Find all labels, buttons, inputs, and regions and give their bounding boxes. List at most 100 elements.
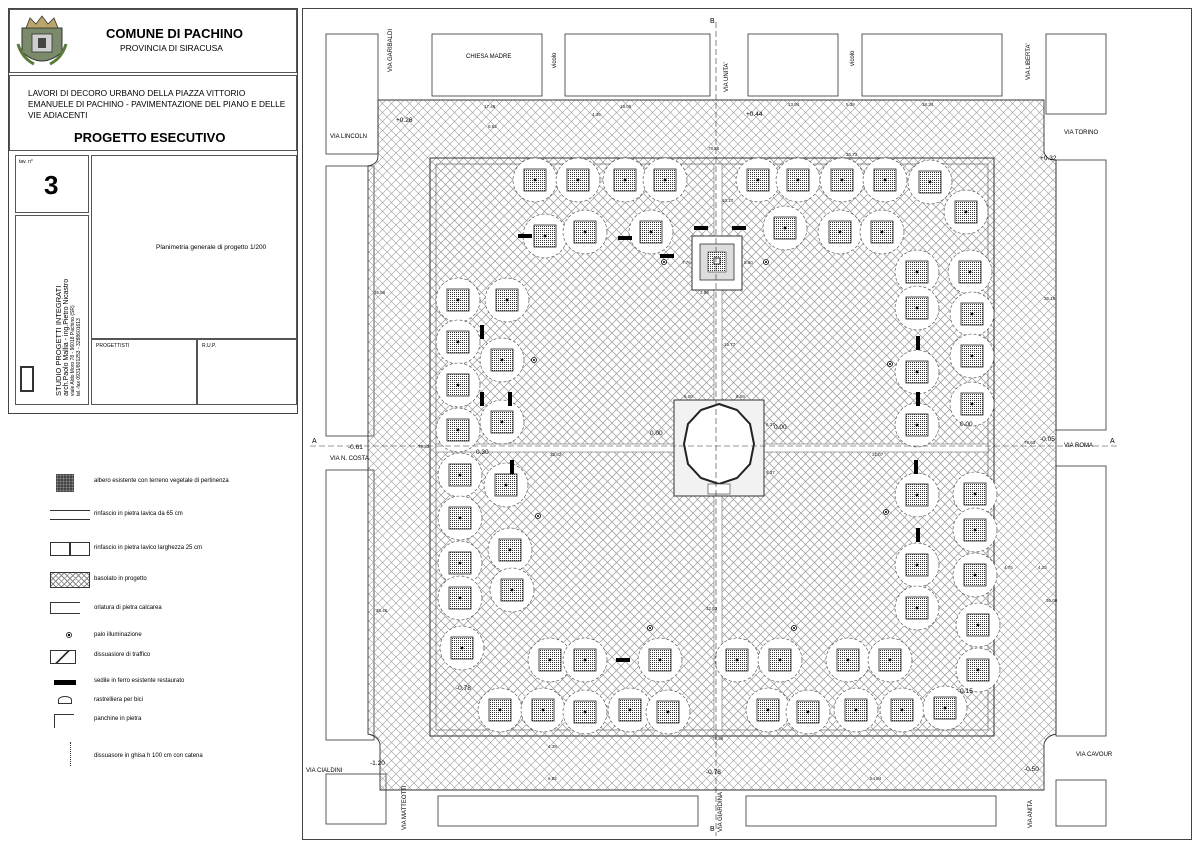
tree-icon — [479, 337, 525, 383]
tree-icon — [949, 333, 995, 379]
dim-label: 54.94 — [870, 776, 882, 781]
iron-bench-icon — [916, 392, 920, 406]
tree-icon — [437, 575, 483, 621]
tree-icon — [56, 474, 74, 492]
stone-bench-icon — [54, 714, 74, 728]
rup-label: R.U.P. — [202, 343, 217, 349]
municipal-crest-icon — [16, 15, 68, 66]
dim-label: 18.34 — [922, 102, 934, 107]
street-via-unita: VIA UNITA' — [724, 62, 730, 92]
title-block: COMUNE DI PACHINO PROVINCIA DI SIRACUSA … — [8, 8, 298, 414]
bike-rack-icon — [58, 696, 72, 704]
street-vicolo-1: vicolo — [552, 52, 558, 68]
street-via-anita: VIA ANITA — [1028, 800, 1034, 828]
dim-label: 4.23 — [1038, 565, 1047, 570]
iron-bench-icon — [914, 460, 918, 474]
iron-bench-icon — [732, 226, 746, 230]
elevation-n: +0.44 — [746, 111, 763, 118]
iron-bench-icon — [618, 236, 632, 240]
iron-bench-icon — [480, 325, 484, 339]
iron-bench-icon — [518, 234, 532, 238]
bollard-icon — [70, 742, 71, 766]
elevation-se-out: -0.50 — [1024, 766, 1039, 773]
limestone-edge-icon — [50, 602, 80, 614]
tree-icon — [520, 687, 566, 733]
project-phase: PROGETTO ESECUTIVO — [74, 130, 226, 145]
tree-icon — [955, 602, 1001, 648]
building-block — [1045, 33, 1107, 115]
central-kiosk — [673, 399, 765, 497]
elevation-nw: +0.26 — [396, 117, 413, 124]
dim-label: 78.38 — [712, 736, 724, 741]
dim-label: 10.17 — [722, 198, 734, 203]
church-block — [431, 33, 543, 97]
building-block — [325, 469, 375, 741]
paving-hatch-icon — [50, 572, 90, 588]
tree-icon — [785, 689, 831, 735]
tree-icon — [894, 472, 940, 518]
tree-icon — [435, 362, 481, 408]
tree-icon — [484, 277, 530, 323]
dim-label: 5.39 — [846, 102, 855, 107]
tree-icon — [435, 277, 481, 323]
iron-bench-icon — [694, 226, 708, 230]
tree-icon — [628, 209, 674, 255]
tree-icon — [602, 157, 648, 203]
tree-icon — [512, 157, 558, 203]
tree-icon — [955, 647, 1001, 693]
traffic-deterrent-icon — [50, 650, 76, 664]
tree-icon — [817, 209, 863, 255]
street-via-giardina: VIA GIARDINA — [718, 791, 724, 832]
progettisti-label: PROGETTISTI — [96, 343, 130, 349]
street-vicolo-2: vicolo — [850, 50, 856, 66]
dim-label: 78.55 — [708, 146, 720, 151]
drawing-title: Planimetria generale di progetto 1/200 — [156, 244, 267, 251]
municipality-name: COMUNE DI PACHINO — [106, 26, 243, 41]
elevation-e-in: 0.00 — [960, 421, 973, 428]
drawing-title-box: Planimetria generale di progetto 1/200 — [91, 155, 297, 339]
iron-bench-icon — [916, 336, 920, 350]
benches-layer — [480, 226, 920, 662]
tree-icon — [479, 399, 525, 445]
tree-icon — [894, 349, 940, 395]
building-block — [325, 165, 375, 437]
dim-label: 31.07 — [872, 452, 884, 457]
lava-band-25-icon — [50, 542, 90, 556]
dim-label: 35.46 — [376, 608, 388, 613]
dim-label: 5.37 — [766, 470, 775, 475]
sheet-number-box: tav. n° 3 — [15, 155, 89, 213]
building-block — [747, 33, 839, 97]
section-lines — [310, 22, 1120, 836]
surrounding-buildings — [325, 33, 1107, 827]
dim-label: 6.37 — [766, 422, 775, 427]
dim-label: 13.04 — [788, 102, 800, 107]
street-via-n-costa: VIA N. COSTA — [330, 456, 369, 462]
tree-icon — [439, 625, 485, 671]
tree-icon — [735, 157, 781, 203]
iron-bench-icon — [660, 254, 674, 258]
street-via-cavour: VIA CAVOUR — [1076, 752, 1113, 758]
elevation-se-in: -0.15 — [958, 688, 973, 695]
building-block — [1055, 465, 1107, 737]
dim-label: 8.62 — [488, 124, 497, 129]
tree-icon — [952, 507, 998, 553]
street-via-torino: VIA TORINO — [1064, 130, 1099, 136]
tree-icon — [894, 285, 940, 331]
dim-label: 5.00 — [684, 394, 693, 399]
tree-icon — [562, 209, 608, 255]
building-block — [325, 33, 379, 155]
iron-bench-icon — [616, 658, 630, 662]
tree-icon — [637, 637, 683, 683]
label-chiesa-madre: CHIESA MADRE — [466, 54, 512, 60]
section-mark-a-west: A — [312, 438, 317, 445]
tree-icon — [645, 689, 691, 735]
street-via-roma: VIA ROMA — [1064, 443, 1094, 449]
building-block — [861, 33, 1003, 97]
dim-label: 5.90 — [744, 260, 753, 265]
building-block — [437, 795, 699, 827]
province-name: PROVINCIA DI SIRACUSA — [120, 43, 223, 53]
iron-bench-icon — [510, 460, 514, 474]
iron-bench-icon — [54, 680, 76, 685]
title-header: COMUNE DI PACHINO PROVINCIA DI SIRACUSA — [9, 9, 297, 73]
lava-band-65-icon — [50, 510, 90, 520]
